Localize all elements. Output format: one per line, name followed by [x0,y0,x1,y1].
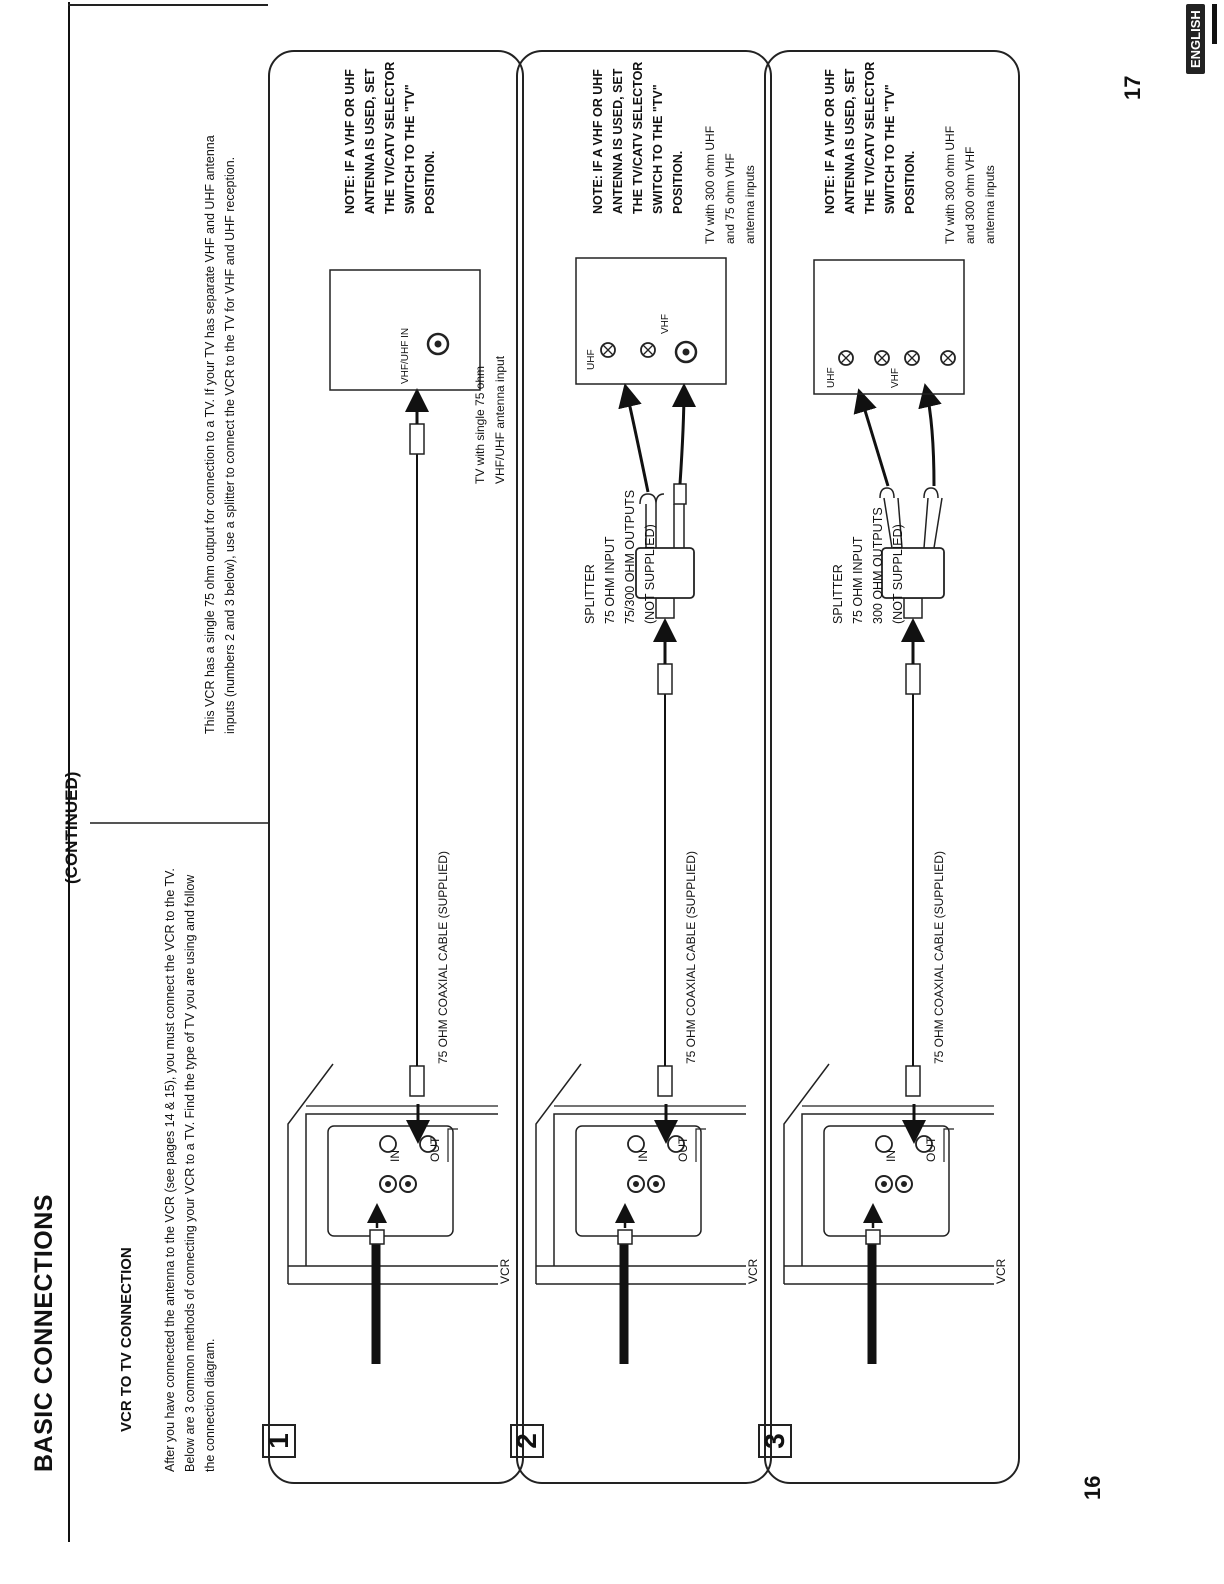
vcr-in-label: IN [884,1150,898,1162]
tv-line: antenna inputs [743,165,757,244]
vcr-out-label: OUT [428,1136,442,1162]
tv-description: TV with single 75 ohm VHF/UHF antenna in… [470,356,510,484]
vcr-label: VCR [746,1258,760,1284]
note-line: SWITCH TO THE "TV" [403,84,417,214]
splitter-line: SPLITTER [583,564,597,624]
vcr-in-label: IN [388,1150,402,1162]
coaxial-cable-label: 75 OHM COAXIAL CABLE (SUPPLIED) [684,851,698,1064]
note-line: ANTENNA IS USED, SET [363,68,377,214]
vcr-label: VCR [994,1258,1008,1284]
note-line: ANTENNA IS USED, SET [611,68,625,214]
vhf-label: VHF [890,368,901,388]
tv-line: antenna inputs [983,165,997,244]
splitter-line: (NOT SUPPLIED) [643,524,657,624]
tv-line: TV with 300 ohm UHF [703,125,717,244]
vcr-out-label: OUT [924,1136,938,1162]
tv-line: and 300 ohm VHF [963,146,977,244]
splitter-label: SPLITTER 75 OHM INPUT 300 OHM OUTPUTS (N… [828,507,908,624]
splitter-label: SPLITTER 75 OHM INPUT 75/300 OHM OUTPUTS… [580,490,660,624]
tv-line: TV with single 75 ohm [473,365,487,484]
note-line: POSITION. [423,150,437,214]
note-line: THE TV/CATV SELECTOR [863,61,877,214]
selector-note: NOTE: IF A VHF OR UHF ANTENNA IS USED, S… [588,62,688,214]
note-line: POSITION. [671,150,685,214]
splitter-line: (NOT SUPPLIED) [891,524,905,624]
vhf-label: VHF [660,314,671,334]
selector-note: NOTE: IF A VHF OR UHF ANTENNA IS USED, S… [340,62,440,214]
tv-description: TV with 300 ohm UHF and 75 ohm VHF anten… [700,126,760,244]
note-line: NOTE: IF A VHF OR UHF [591,69,605,214]
page-number-left: 16 [1080,1475,1105,1500]
vcr-out-label: OUT [676,1136,690,1162]
vcr-in-label: IN [636,1150,650,1162]
note-line: NOTE: IF A VHF OR UHF [823,69,837,214]
note-line: POSITION. [903,150,917,214]
note-line: THE TV/CATV SELECTOR [631,61,645,214]
note-line: ANTENNA IS USED, SET [843,68,857,214]
tv-description: TV with 300 ohm UHF and 300 ohm VHF ante… [940,126,1000,244]
uhf-label: UHF [826,367,837,388]
vcr-label: VCR [498,1258,512,1284]
tv-line: VHF/UHF antenna input [493,355,507,484]
coaxial-cable-label: 75 OHM COAXIAL CABLE (SUPPLIED) [436,851,450,1064]
uhf-label: UHF [586,349,597,370]
note-line: THE TV/CATV SELECTOR [383,61,397,214]
tv-line: TV with 300 ohm UHF [943,125,957,244]
note-line: SWITCH TO THE "TV" [651,84,665,214]
splitter-line: 300 OHM OUTPUTS [871,507,885,624]
selector-note: NOTE: IF A VHF OR UHF ANTENNA IS USED, S… [820,62,920,214]
tv-input-label: VHF/UHF IN [400,327,411,384]
splitter-line: 75/300 OHM OUTPUTS [623,489,637,624]
note-line: SWITCH TO THE "TV" [883,84,897,214]
splitter-line: 75 OHM INPUT [603,536,617,624]
page-number-right: 17 [1120,75,1145,100]
note-line: NOTE: IF A VHF OR UHF [343,69,357,214]
splitter-line: SPLITTER [831,564,845,624]
coaxial-cable-label: 75 OHM COAXIAL CABLE (SUPPLIED) [932,851,946,1064]
tv-line: and 75 ohm VHF [723,153,737,244]
splitter-line: 75 OHM INPUT [851,536,865,624]
